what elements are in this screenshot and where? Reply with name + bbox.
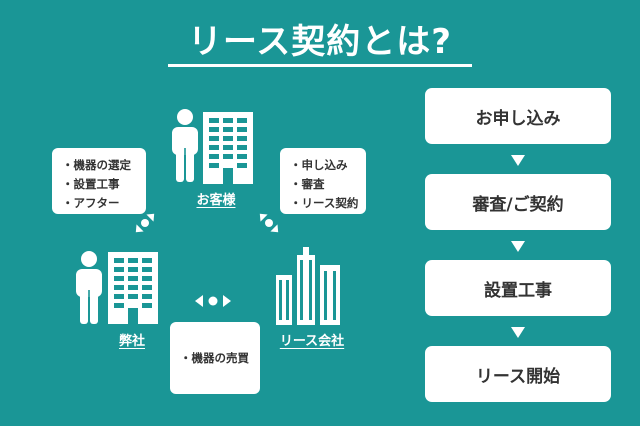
flow-step-lease-start: リース開始 [425,346,611,402]
note-customer-leasing: ・申し込み ・審査 ・リース契約 [280,148,366,214]
customer-building-icon [203,112,253,184]
note-item: ・設置工事 [62,177,120,191]
double-arrow-icon [135,213,155,233]
flow-step-review-contract: 審査/ご契約 [425,174,611,230]
customer-person-icon [172,109,198,182]
leasing-company-label: リース会社 [279,334,345,349]
double-arrow-icon [259,213,279,233]
flow-step-application: お申し込み [425,88,611,144]
note-item: ・アフター [62,196,120,210]
flow-step-installation: 設置工事 [425,260,611,316]
company-building-icon [108,252,158,324]
leasing-company-tower-buildings-icon [276,247,340,325]
note-customer-company: ・機器の選定 ・設置工事 ・アフター [52,148,146,214]
company-label: 弊社 [118,334,145,349]
note-item: ・リース契約 [290,196,359,210]
page-title: リース契約とは? [187,22,453,62]
note-company-leasing: ・機器の売買 [170,322,260,394]
customer-label: お客様 [196,193,236,208]
flow-arrow-down [511,155,525,166]
note-item: ・申し込み [290,158,348,172]
company-person-icon [76,251,102,324]
double-arrow-icon [195,295,231,307]
note-item: ・機器の選定 [62,158,131,172]
note-item: ・機器の売買 [180,350,249,365]
flow-arrow-down [511,241,525,252]
note-item: ・審査 [290,177,325,191]
title-underline [168,64,472,67]
flow-arrow-down [511,327,525,338]
